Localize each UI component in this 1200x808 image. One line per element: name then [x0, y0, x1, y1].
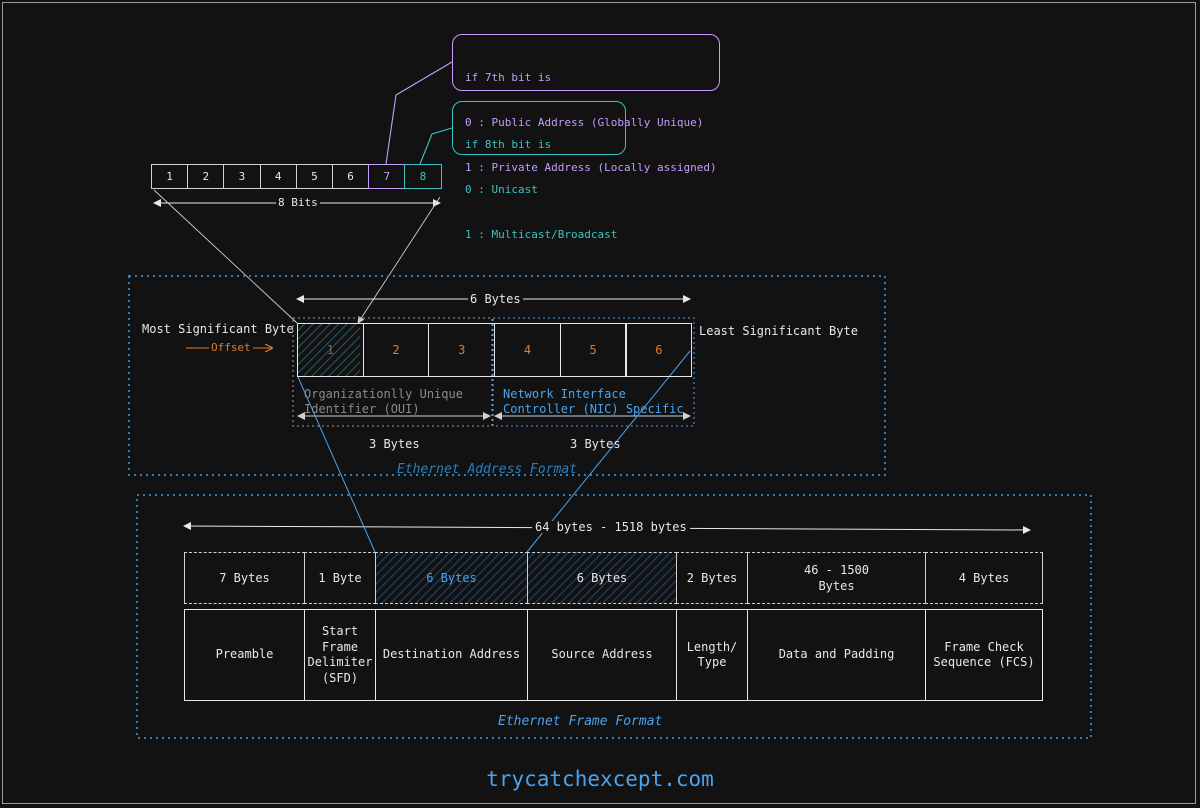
- frame-span-label: 64 bytes - 1518 bytes: [532, 521, 690, 533]
- address-byte-3: 3: [428, 323, 496, 377]
- bits-span-label: 8 Bits: [276, 196, 320, 209]
- nic-group: [492, 317, 695, 427]
- offset-label: Offset: [209, 341, 253, 354]
- frame-field-cell-7: Frame Check Sequence (FCS): [925, 609, 1043, 701]
- frame-size-cell-5: 2 Bytes: [676, 552, 748, 604]
- callout-7th-line-2: 0 : Public Address (Globally Unique): [465, 116, 704, 129]
- callout-8th-line-3: 1 : Multicast/Broadcast: [465, 228, 618, 241]
- frame-field-cell-1: Preamble: [184, 609, 305, 701]
- frame-size-cell-4: 6 Bytes: [527, 552, 677, 604]
- address-cells-hatch: [375, 552, 676, 603]
- address-format-container: [128, 275, 886, 476]
- nic-label-line-1: Network Interface: [503, 387, 626, 401]
- bit-cell-2: 2: [187, 164, 225, 189]
- callout-8th-line-1: if 8th bit is: [465, 138, 552, 151]
- frame-size-cell-6: 46 - 1500 Bytes: [747, 552, 926, 604]
- frame-size-cell-7: 4 Bytes: [925, 552, 1043, 604]
- bit-cell-5: 5: [295, 164, 333, 189]
- frame-field-cell-2: Start Frame Delimiter (SFD): [304, 609, 376, 701]
- bit-cell-1: 1: [151, 164, 189, 189]
- address-format-title: Ethernet Address Format: [397, 462, 578, 477]
- msb-label: Most Significant Byte: [142, 322, 294, 336]
- address-byte-5: 5: [559, 323, 627, 377]
- byte-1-hatch: [297, 323, 360, 377]
- bit-cell-6: 6: [332, 164, 370, 189]
- callout-7th-line-1: if 7th bit is: [465, 71, 552, 84]
- oui-label-line-1: Organizationlly Unique: [304, 387, 463, 401]
- callout-7th-line-3: 1 : Private Address (Locally assigned): [465, 161, 717, 174]
- oui-label-line-2: Identifier (OUI): [304, 402, 420, 416]
- bit-cell-3: 3: [223, 164, 261, 189]
- zoom-line-left: [297, 376, 376, 553]
- address-byte-4: 4: [494, 323, 561, 377]
- frame-field-cell-3: Destination Address: [375, 609, 528, 701]
- frame-format-container: [136, 494, 1092, 739]
- frame-field-cell-5: Length/ Type: [676, 609, 748, 701]
- bit-cell-7: 7: [368, 164, 406, 189]
- nic-size-label: 3 Bytes: [570, 437, 621, 451]
- frame-field-cell-4: Source Address: [527, 609, 677, 701]
- frame-size-cell-2: 1 Byte: [304, 552, 376, 604]
- address-byte-1: 1: [297, 323, 364, 377]
- frame-size-cell-1: 7 Bytes: [184, 552, 305, 604]
- address-span-label: 6 Bytes: [468, 292, 523, 306]
- address-byte-6: 6: [625, 323, 693, 377]
- zoom-line-right: [526, 350, 691, 553]
- lsb-label: Least Significant Byte: [699, 324, 858, 338]
- callout-7th-leader: [385, 61, 453, 165]
- footer-site-name: trycatchexcept.com: [486, 767, 714, 791]
- nic-label-line-2: Controller (NIC) Specific: [503, 402, 684, 416]
- oui-size-label: 3 Bytes: [369, 437, 420, 451]
- callout-8th-bit: if 8th bit is 0 : Unicast 1 : Multicast/…: [452, 101, 626, 241]
- callout-8th-line-2: 0 : Unicast: [465, 183, 538, 196]
- frame-size-cell-3: 6 Bytes: [375, 552, 528, 604]
- address-byte-2: 2: [362, 323, 430, 377]
- expand-line-right: [357, 196, 441, 324]
- callout-8th-leader: [419, 127, 453, 165]
- oui-group: [292, 317, 493, 427]
- expand-line-left: [153, 189, 298, 324]
- frame-field-cell-6: Data and Padding: [747, 609, 926, 701]
- callout-7th-bit: if 7th bit is 0 : Public Address (Global…: [452, 34, 720, 174]
- bit-cell-4: 4: [259, 164, 297, 189]
- bit-cell-8: 8: [404, 164, 442, 189]
- frame-format-title: Ethernet Frame Format: [498, 714, 663, 729]
